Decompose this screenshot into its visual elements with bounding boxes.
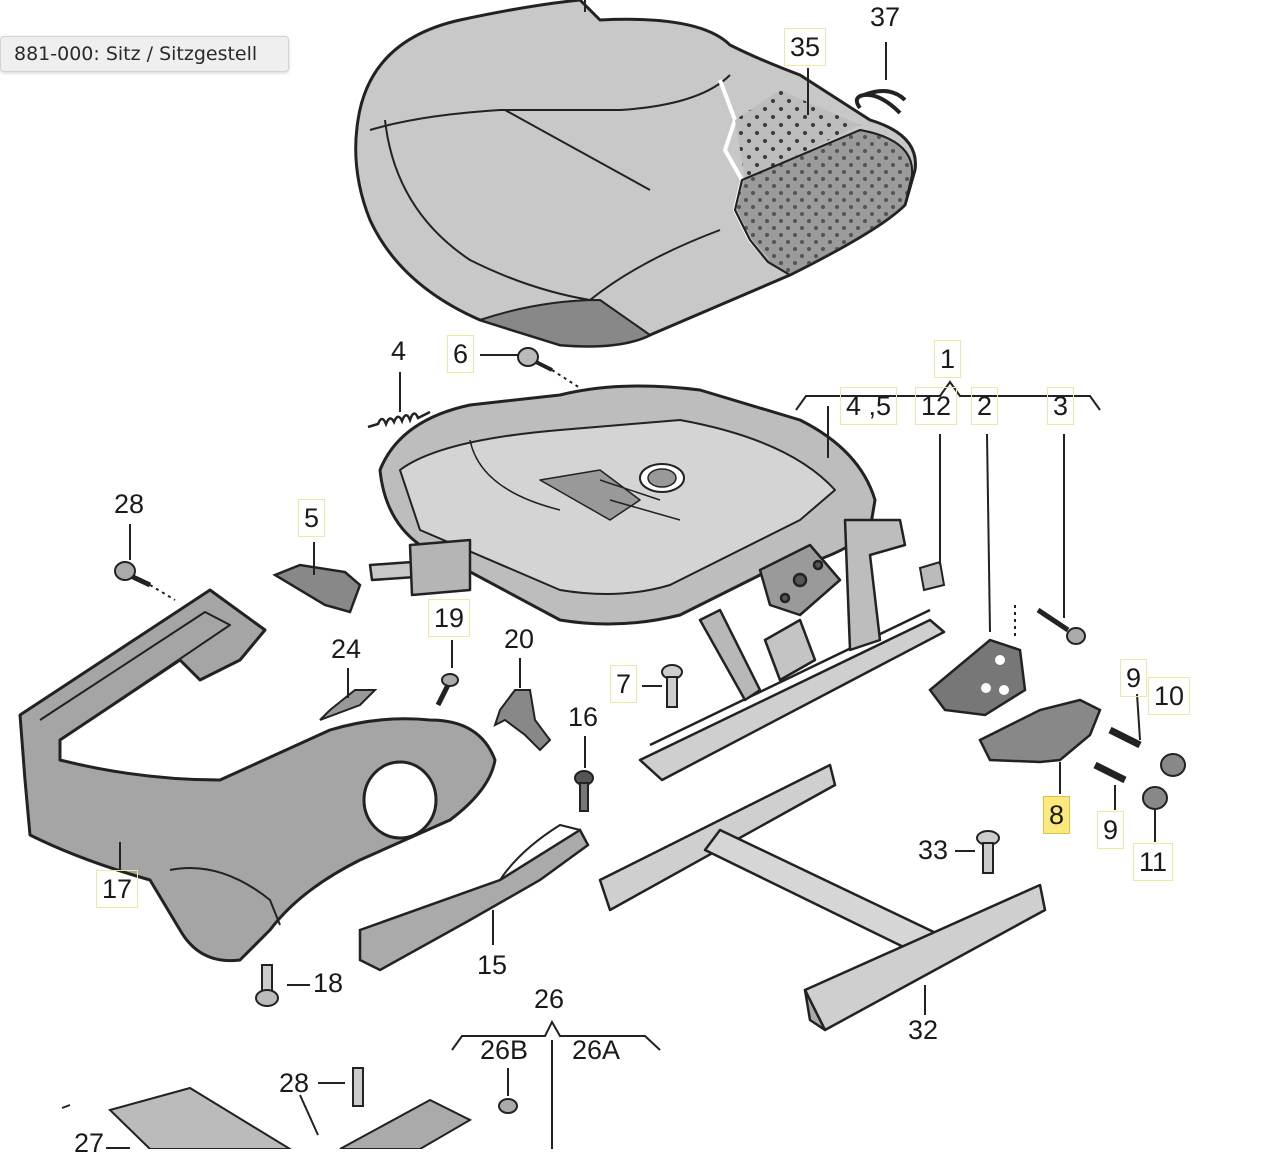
cover-15: [358, 828, 590, 972]
leader-lines: [61, 0, 1156, 1149]
pos-label-37[interactable]: 37: [870, 2, 901, 32]
lever-5: [272, 563, 362, 614]
clip-37: [854, 89, 907, 115]
pos-label-26A[interactable]: 26A: [572, 1035, 621, 1065]
caps-10-11: [1142, 753, 1186, 810]
section-tooltip: 881-000: Sitz / Sitzgestell: [0, 36, 289, 72]
pos-label-18[interactable]: 18: [313, 968, 344, 998]
screw-3: [1014, 605, 1086, 645]
bush-12: [918, 560, 946, 592]
pos-label-9-top[interactable]: 9: [1120, 659, 1148, 697]
pos-label-20[interactable]: 20: [504, 624, 535, 654]
screw-19: [435, 673, 459, 707]
fitting-2: [928, 638, 1027, 717]
pos-label-1[interactable]: 1: [934, 340, 962, 378]
tooltip-text: 881-000: Sitz / Sitzgestell: [14, 43, 258, 65]
screw-7: [661, 664, 683, 708]
seat-frame: [378, 384, 877, 626]
screw-18: [255, 964, 279, 1007]
side-trim-17: [18, 588, 497, 963]
pos-label-28[interactable]: 28: [114, 489, 145, 519]
pos-label-33[interactable]: 33: [918, 835, 949, 865]
lower-trim-parts: [108, 1067, 518, 1149]
screw-33: [976, 830, 1000, 874]
clip-24: [319, 689, 378, 721]
pos-label-26[interactable]: 26: [534, 984, 565, 1014]
seat-rail-mechanism: [368, 518, 946, 782]
handle-8: [978, 698, 1102, 764]
crossmember-32: [598, 763, 1047, 1032]
screws-9: [1093, 726, 1142, 784]
bracket-20: [493, 689, 552, 752]
pos-label-4[interactable]: 4: [391, 336, 407, 366]
pos-label-16[interactable]: 16: [568, 702, 599, 732]
pos-label-17[interactable]: 17: [96, 870, 139, 908]
pos-label-11[interactable]: 11: [1133, 843, 1174, 881]
pos-label-5[interactable]: 5: [298, 499, 326, 537]
pos-label-8-highlighted[interactable]: 8: [1043, 796, 1071, 834]
pos-label-15[interactable]: 15: [477, 950, 508, 980]
pos-label-27[interactable]: 27: [74, 1128, 105, 1158]
pos-label-4-5[interactable]: 4 ,5: [840, 387, 898, 425]
pos-label-3[interactable]: 3: [1047, 387, 1075, 425]
pos-label-9-bottom[interactable]: 9: [1097, 811, 1125, 849]
pos-label-28-bottom[interactable]: 28: [279, 1068, 310, 1098]
pos-label-12[interactable]: 12: [915, 387, 958, 425]
bolt-28: [114, 561, 176, 601]
pos-label-32[interactable]: 32: [908, 1015, 939, 1045]
pos-label-6[interactable]: 6: [447, 335, 475, 373]
pos-label-19[interactable]: 19: [428, 599, 471, 637]
pos-label-10[interactable]: 10: [1148, 677, 1191, 715]
pos-label-7[interactable]: 7: [610, 665, 638, 703]
pos-label-35[interactable]: 35: [784, 28, 827, 66]
seat-cushion: [354, 0, 917, 348]
bolt-6: [517, 347, 581, 389]
screw-16: [574, 770, 594, 812]
pos-label-2[interactable]: 2: [971, 387, 999, 425]
pos-label-24[interactable]: 24: [331, 634, 362, 664]
pos-label-26B[interactable]: 26B: [480, 1035, 529, 1065]
spring-4: [367, 410, 431, 429]
